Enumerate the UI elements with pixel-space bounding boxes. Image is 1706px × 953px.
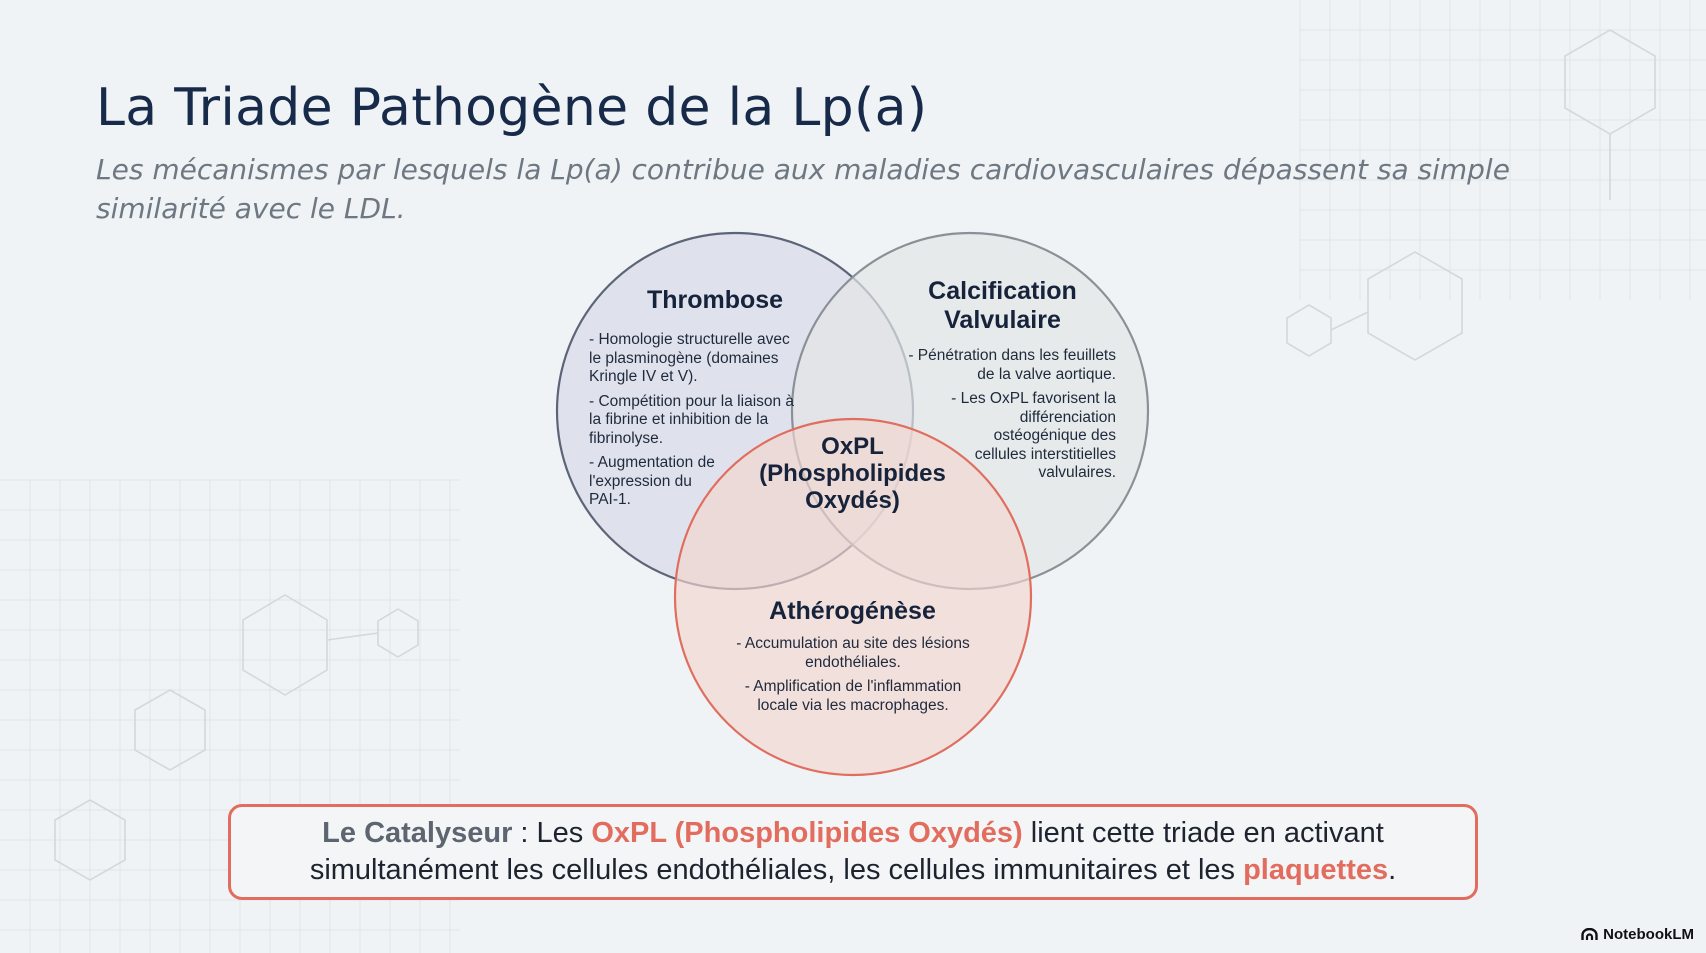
thrombose-item: - Augmentation de l'expression du PAI-1. xyxy=(589,454,715,508)
center-oxpl-line1: OxPL xyxy=(821,433,884,460)
atherogenese-item: - Amplification de l'inflammation locale… xyxy=(744,678,962,714)
circle-atherogenese xyxy=(673,417,1033,777)
notebooklm-watermark: NotebookLM xyxy=(1581,926,1694,943)
thrombose-title: Thrombose xyxy=(646,286,784,314)
center-oxpl-label: OxPL (Phospholipides Oxydés) xyxy=(745,433,960,514)
callout-label: Le Catalyseur xyxy=(322,817,513,849)
atherogenese-item: - Accumulation au site des lésions endot… xyxy=(736,635,970,671)
center-oxpl-line2: (Phospholipides xyxy=(759,460,946,487)
center-oxpl-line3: Oxydés) xyxy=(805,487,900,514)
thrombose-items: - Homologie structurelle avec le plasmin… xyxy=(589,331,799,516)
callout-sep: : Les xyxy=(512,817,592,849)
atherogenese-items: - Accumulation au site des lésions endot… xyxy=(708,635,998,721)
thrombose-item: - Compétition pour la liaison à la fibri… xyxy=(589,392,795,447)
thrombose-item: - Homologie structurelle avec le plasmin… xyxy=(589,331,790,385)
slide-subtitle: Les mécanismes par lesquels la Lp(a) con… xyxy=(96,153,1510,225)
calcification-title: Calcification Valvulaire xyxy=(895,277,1110,335)
calcification-items: - Pénétration dans les feuillets de la v… xyxy=(900,347,1116,489)
notebooklm-logo-icon xyxy=(1581,928,1598,940)
brand-name: NotebookLM xyxy=(1603,926,1694,943)
callout-middle: lient cette triade en activant simultané… xyxy=(309,817,1384,886)
calcification-item: - Pénétration dans les feuillets de la v… xyxy=(908,347,1116,383)
callout-oxpl: OxPL (Phospholipides Oxydés) xyxy=(591,817,1023,849)
catalyst-callout: Le Catalyseur : Les OxPL (Phospholipides… xyxy=(228,804,1478,900)
calcification-item: - Les OxPL favorisent la différenciation… xyxy=(951,390,1116,481)
atherogenese-title: Athérogénèse xyxy=(769,597,936,625)
calcification-title-line2: Valvulaire xyxy=(944,306,1061,334)
slide-title: La Triade Pathogène de la Lp(a) xyxy=(96,78,928,138)
calcification-title-line1: Calcification xyxy=(928,277,1077,305)
callout-end: . xyxy=(1388,854,1397,886)
callout-plaquettes: plaquettes xyxy=(1243,854,1389,886)
